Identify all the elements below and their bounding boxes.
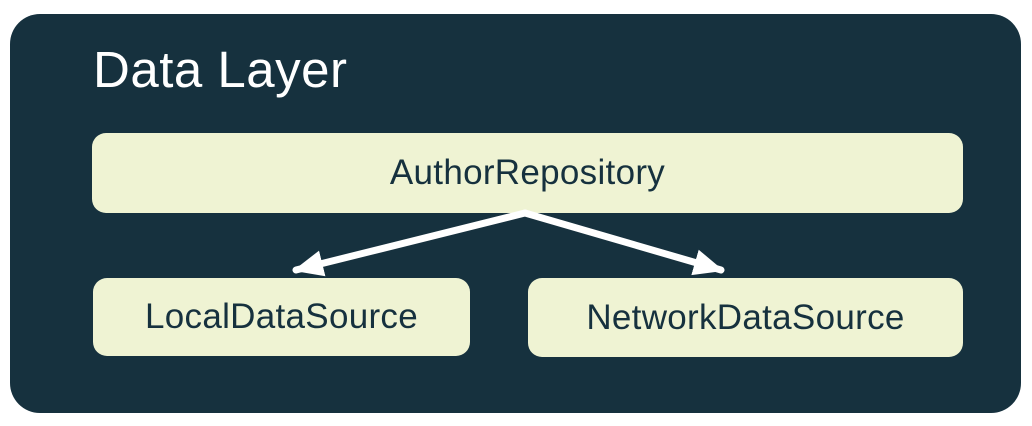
diagram-title: Data Layer	[93, 41, 348, 98]
node-network-data-source: NetworkDataSource	[528, 278, 963, 357]
node-local-data-source: LocalDataSource	[93, 278, 470, 356]
node-author-repository-label: AuthorRepository	[389, 153, 666, 192]
node-local-data-source-label: LocalDataSource	[145, 297, 418, 336]
node-author-repository: AuthorRepository	[92, 133, 963, 213]
node-network-data-source-label: NetworkDataSource	[586, 297, 905, 337]
data-layer-container: Data Layer AuthorRepository LocalDataSou…	[10, 14, 1021, 413]
